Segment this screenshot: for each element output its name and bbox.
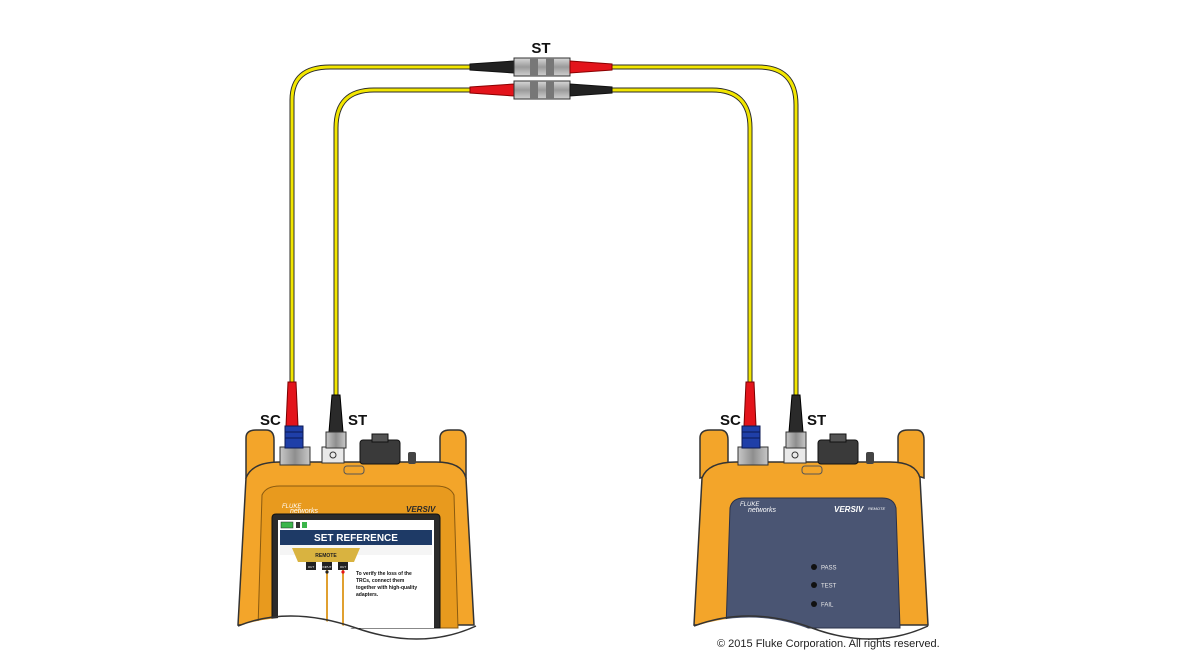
- st-adapter-bottom: [469, 80, 613, 100]
- main-st-connector: [325, 394, 347, 449]
- remote-model-suffix: REMOTE: [868, 506, 885, 511]
- main-unit: SC ST FLUKE networks VERSIV SET REFERENC…: [228, 381, 486, 655]
- remote-panel: [725, 497, 901, 629]
- port-input: [322, 562, 332, 570]
- link-icon: [302, 522, 307, 528]
- test-led-icon: [811, 582, 817, 588]
- main-model-label: VERSIV: [406, 505, 436, 514]
- pass-led-icon: [811, 564, 817, 570]
- main-st-label: ST: [348, 412, 367, 429]
- st-adapter-pair: ST: [469, 40, 613, 100]
- remote-st-connector: [785, 394, 807, 449]
- remote-sc-connector: [741, 381, 761, 449]
- svg-text:OUT: OUT: [340, 565, 347, 569]
- remote-st-label: ST: [807, 412, 826, 429]
- remote-sc-label: SC: [720, 412, 741, 429]
- adapter-st-label: ST: [531, 40, 550, 57]
- st-adapter-top: [469, 57, 613, 77]
- screen-title: SET REFERENCE: [314, 533, 398, 544]
- screen-header: [280, 530, 432, 545]
- svg-text:OUT: OUT: [308, 565, 315, 569]
- screen-ports: OUT INPUT OUT: [306, 562, 348, 628]
- port-out-2: [338, 562, 348, 570]
- main-screen: SET REFERENCE REMOTE OUT INPUT OUT To ve…: [271, 513, 441, 629]
- status-icon: [296, 522, 300, 528]
- screen-instructions: To verify the loss of the TRCs, connect …: [356, 571, 417, 598]
- remote-unit: SC ST FLUKE networks VERSIV REMOTE PASS …: [684, 381, 940, 655]
- cable-inner: [333, 87, 753, 397]
- screen-remote-label: REMOTE: [315, 553, 337, 559]
- cable-outer: [289, 64, 799, 398]
- remote-leds: PASS TEST FAIL: [811, 564, 837, 609]
- main-sc-connector: [284, 381, 304, 449]
- remote-brand-fluke: FLUKE: [740, 502, 760, 508]
- main-brand-networks: networks: [290, 508, 319, 515]
- svg-text:together with high-quality: together with high-quality: [356, 585, 417, 591]
- remote-model-label: VERSIV: [834, 505, 864, 514]
- svg-text:INPUT: INPUT: [323, 565, 332, 569]
- copyright-notice: © 2015 Fluke Corporation. All rights res…: [717, 638, 940, 650]
- remote-banner: [292, 548, 360, 562]
- fail-led-icon: [811, 601, 817, 607]
- svg-text:To verify the loss of the: To verify the loss of the: [356, 571, 412, 577]
- test-led-label: TEST: [821, 584, 837, 590]
- fail-led-label: FAIL: [821, 603, 834, 609]
- svg-text:TRCs, connect them: TRCs, connect them: [356, 578, 405, 584]
- remote-brand-networks: networks: [748, 507, 777, 514]
- battery-icon: [280, 521, 294, 529]
- fiber-cables: [289, 64, 799, 398]
- main-sc-label: SC: [260, 412, 281, 429]
- svg-text:adapters.: adapters.: [356, 592, 379, 598]
- pass-led-label: PASS: [821, 566, 837, 572]
- port-out-1: [306, 562, 316, 570]
- main-brand-fluke: FLUKE: [282, 504, 302, 510]
